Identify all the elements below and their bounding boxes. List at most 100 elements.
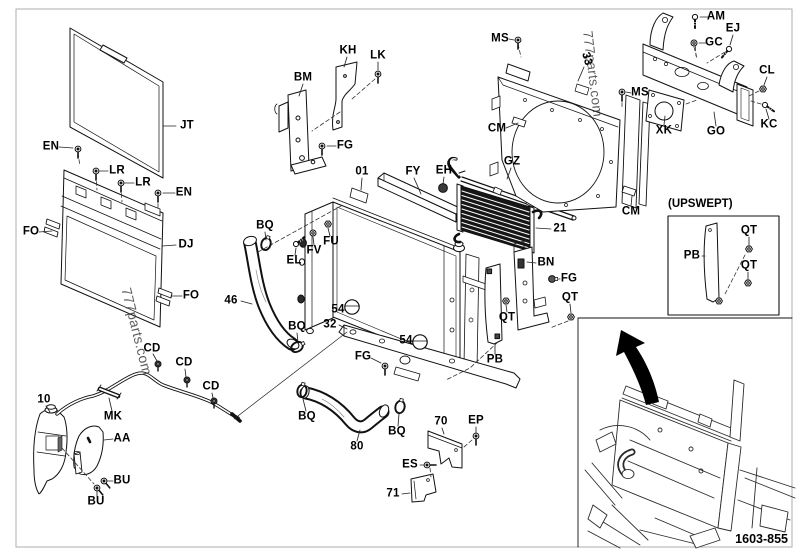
callout-qt-61: QT — [740, 259, 758, 272]
callout-ms-14: MS — [631, 86, 649, 99]
panel-jt — [69, 27, 164, 179]
radiator-01 — [297, 187, 487, 370]
nut-qt-left — [502, 297, 510, 305]
callout-es-57: ES — [402, 458, 418, 471]
nut-qt-upswept-3 — [715, 297, 723, 305]
clip-cm-right — [621, 185, 637, 197]
callout-go-17: GO — [706, 125, 726, 138]
clip-cd-2 — [183, 376, 191, 388]
nut-cl — [759, 85, 767, 93]
bracket-bm — [274, 89, 327, 175]
fasteners — [74, 13, 777, 498]
grommet-54-a — [344, 299, 360, 315]
callout-el-30: EL — [286, 254, 302, 267]
callout-en-4: EN — [175, 186, 193, 199]
callout-fu-32: FU — [323, 235, 339, 248]
washer-fv — [309, 229, 317, 237]
callout-gc-19: GC — [705, 36, 723, 49]
callout-ej-20: EJ — [725, 22, 741, 35]
grommet-54-b — [412, 334, 428, 350]
shield-71 — [410, 473, 437, 503]
cap-nut-eh — [438, 183, 448, 193]
callout-bq-39: BQ — [288, 320, 306, 333]
callout-xk-16: XK — [655, 124, 673, 137]
callout-pb-37: PB — [486, 353, 504, 366]
callout-bq-52: BQ — [298, 410, 316, 423]
callout-lk-10: LK — [370, 49, 386, 62]
baffle-bar-fy — [377, 172, 463, 223]
callout-54-40: 54 — [331, 303, 345, 316]
clamp-bq-1 — [258, 233, 274, 253]
callout-dj-6: DJ — [178, 238, 194, 251]
support-frame-go — [642, 12, 754, 127]
callout-kh-9: KH — [339, 44, 357, 57]
callout-qt-35: QT — [561, 291, 579, 304]
page-border — [15, 8, 793, 548]
plate-xk — [645, 89, 685, 132]
callout-10-44: 10 — [37, 393, 51, 406]
shield-70 — [427, 430, 463, 469]
bolt-kc — [760, 100, 777, 115]
callout-lr-2: LR — [109, 164, 125, 177]
clamp-bq-4 — [393, 396, 408, 415]
callout-01-23: 01 — [355, 165, 369, 178]
callout-fv-31: FV — [306, 244, 322, 257]
callout-70-55: 70 — [434, 415, 448, 428]
clip-cm-left — [511, 116, 527, 128]
callout-bm-8: BM — [293, 71, 313, 84]
callout-54-42: 54 — [399, 334, 413, 347]
reference-arrow — [616, 330, 659, 405]
bolt-bu-1 — [99, 476, 113, 491]
callout-gz-26: GZ — [503, 155, 521, 168]
callout-aa-49: AA — [113, 432, 131, 445]
washer-gc — [690, 39, 698, 47]
callout-80-53: 80 — [350, 440, 364, 453]
clip-fo-right — [157, 287, 173, 299]
upswept-inset-box — [667, 215, 780, 316]
callout-21-27: 21 — [553, 222, 567, 235]
nut-qt-upswept-2 — [744, 279, 752, 287]
screw-lr-1 — [92, 167, 100, 181]
screw-en-left — [74, 145, 82, 159]
callout-mk-45: MK — [103, 410, 123, 423]
callout-lr-3: LR — [135, 176, 151, 189]
cap-fg-bn — [548, 275, 559, 283]
screen-frame-dj — [43, 169, 173, 328]
overflow-bottle-10 — [33, 404, 68, 495]
screw-ms-left — [514, 36, 522, 50]
panel-pb — [484, 263, 503, 345]
callout-kc-22: KC — [760, 118, 778, 131]
callout-cl-21: CL — [759, 64, 775, 77]
callout-cd-46: CD — [143, 342, 161, 355]
callout-pb-59: PB — [683, 249, 701, 262]
callout-qt-60: QT — [740, 224, 758, 237]
upper-hose-46 — [243, 235, 300, 351]
callout-fo-5: FO — [22, 225, 40, 238]
callout-fy-24: FY — [405, 165, 421, 178]
callout-jt-0: JT — [180, 119, 194, 132]
callout-cm-15: CM — [487, 122, 507, 135]
callout-cd-47: CD — [175, 356, 193, 369]
callout-cm-28: CM — [621, 205, 641, 218]
plate-kh — [332, 61, 358, 131]
nut-qt-upswept-1 — [745, 245, 753, 253]
callout-cd-48: CD — [202, 380, 220, 393]
screw-ep — [472, 432, 480, 446]
callout-bn-33: BN — [537, 256, 555, 269]
lower-hose-80 — [299, 385, 390, 434]
callout-fg-34: FG — [560, 272, 578, 285]
callout-bu-50: BU — [113, 474, 131, 487]
callout-ms-12: MS — [491, 32, 509, 45]
clip-fo-left — [45, 218, 61, 230]
leader-lines — [38, 16, 770, 497]
nut-qt-right — [567, 313, 575, 321]
screw-lk — [374, 70, 382, 84]
bracket-bn — [513, 240, 550, 331]
callout-32-41: 32 — [323, 318, 337, 331]
context-inset — [577, 317, 796, 549]
bolt-am — [691, 13, 699, 29]
clip-cd-1 — [154, 360, 162, 372]
screw-es — [423, 461, 437, 469]
